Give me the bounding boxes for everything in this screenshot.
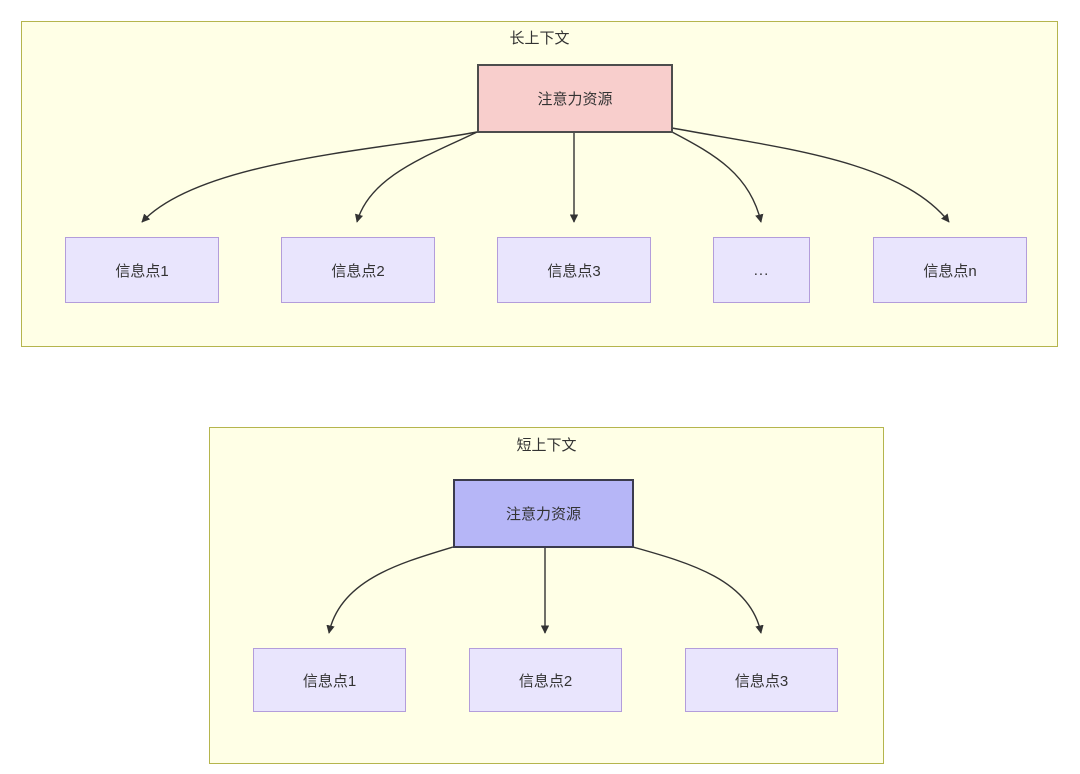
node-info-1[interactable]: 信息点1 bbox=[65, 237, 219, 303]
group-short-context-title: 短上下文 bbox=[516, 437, 577, 454]
node-short-info-3[interactable]: 信息点3 bbox=[685, 648, 838, 712]
group-short-context[interactable] bbox=[209, 427, 884, 764]
group-long-context-title: 长上下文 bbox=[509, 30, 570, 47]
node-short-info-1[interactable]: 信息点1 bbox=[253, 648, 406, 712]
node-attention-short[interactable]: 注意力资源 bbox=[453, 479, 634, 548]
node-attention-long[interactable]: 注意力资源 bbox=[477, 64, 673, 133]
node-info-2[interactable]: 信息点2 bbox=[281, 237, 435, 303]
node-short-info-2[interactable]: 信息点2 bbox=[469, 648, 622, 712]
node-info-ellipsis[interactable]: ... bbox=[713, 237, 810, 303]
node-info-n[interactable]: 信息点n bbox=[873, 237, 1027, 303]
node-info-3[interactable]: 信息点3 bbox=[497, 237, 651, 303]
